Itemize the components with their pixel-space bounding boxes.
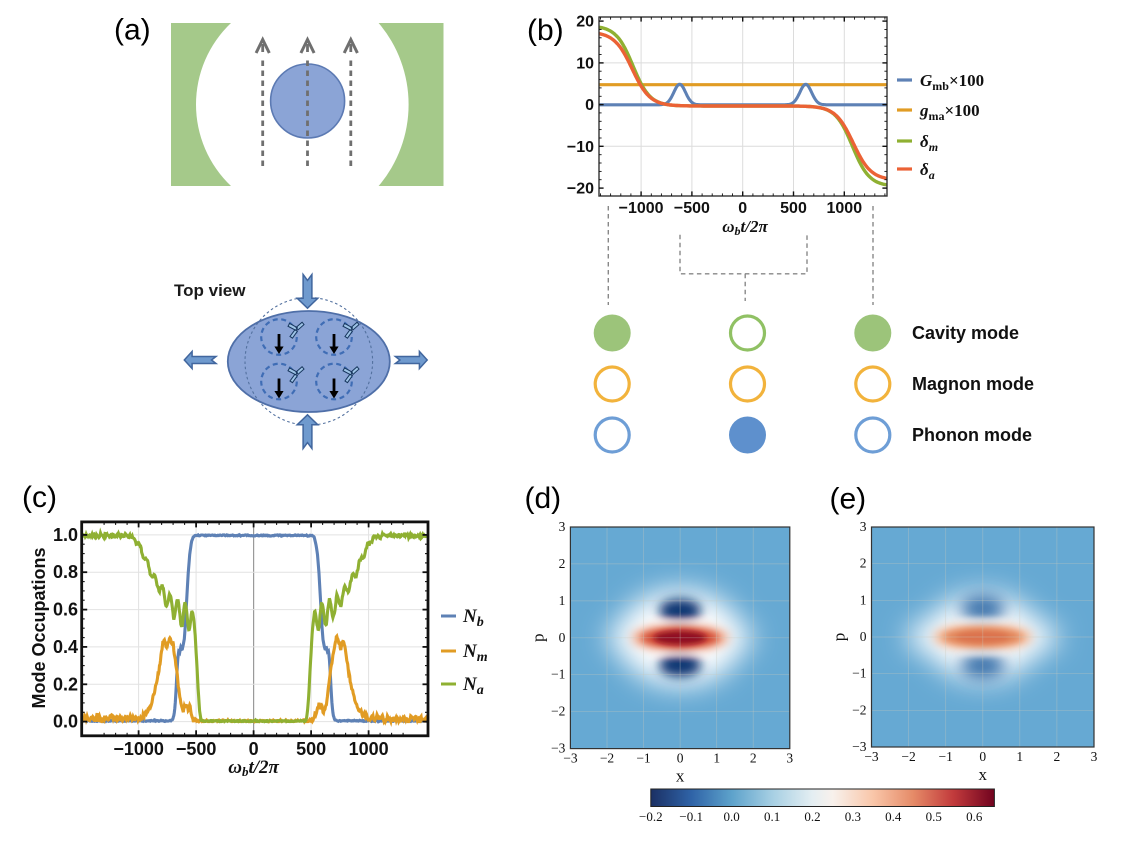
- svg-text:−3: −3: [864, 749, 879, 764]
- svg-text:0: 0: [677, 751, 684, 766]
- svg-text:0.0: 0.0: [53, 712, 78, 732]
- svg-text:2: 2: [559, 556, 566, 571]
- svg-text:0: 0: [249, 739, 259, 759]
- svg-text:0.3: 0.3: [845, 809, 861, 824]
- svg-text:x: x: [979, 765, 988, 784]
- svg-text:δa: δa: [920, 160, 935, 182]
- svg-text:0.6: 0.6: [966, 809, 983, 824]
- svg-text:3: 3: [559, 519, 566, 534]
- svg-text:p: p: [830, 633, 849, 642]
- svg-text:10: 10: [576, 55, 594, 72]
- svg-text:Top view: Top view: [174, 281, 246, 300]
- svg-text:Phonon mode: Phonon mode: [912, 425, 1032, 445]
- svg-text:3: 3: [860, 519, 867, 534]
- svg-text:ωbt/2π: ωbt/2π: [722, 217, 768, 238]
- svg-text:−1: −1: [551, 667, 565, 682]
- svg-text:−2: −2: [551, 704, 565, 719]
- svg-text:−2: −2: [901, 749, 915, 764]
- svg-text:0.1: 0.1: [764, 809, 780, 824]
- svg-text:0.8: 0.8: [53, 562, 78, 582]
- svg-text:−500: −500: [176, 739, 217, 759]
- svg-text:0.2: 0.2: [53, 674, 78, 694]
- svg-text:500: 500: [296, 739, 326, 759]
- svg-text:−1000: −1000: [113, 739, 164, 759]
- svg-text:Mode Occupations: Mode Occupations: [29, 547, 49, 708]
- svg-text:2: 2: [750, 751, 757, 766]
- svg-text:1: 1: [860, 592, 867, 607]
- svg-text:Cavity mode: Cavity mode: [912, 323, 1019, 343]
- svg-text:1: 1: [713, 751, 720, 766]
- svg-text:−1: −1: [939, 749, 953, 764]
- svg-text:δm: δm: [920, 132, 938, 154]
- svg-text:−0.2: −0.2: [639, 809, 663, 824]
- svg-text:0.2: 0.2: [804, 809, 820, 824]
- svg-text:−1000: −1000: [619, 200, 664, 217]
- svg-text:3: 3: [786, 751, 793, 766]
- svg-text:−10: −10: [567, 139, 594, 156]
- svg-text:1000: 1000: [827, 200, 863, 217]
- svg-text:1: 1: [1016, 749, 1023, 764]
- svg-text:0: 0: [860, 629, 867, 644]
- svg-text:2: 2: [1054, 749, 1061, 764]
- svg-text:0.6: 0.6: [53, 600, 78, 620]
- svg-text:−1: −1: [852, 666, 866, 681]
- svg-text:1.0: 1.0: [53, 525, 78, 545]
- svg-text:−2: −2: [852, 702, 866, 717]
- svg-text:−3: −3: [852, 739, 867, 754]
- svg-text:−2: −2: [600, 751, 614, 766]
- svg-text:2: 2: [860, 556, 867, 571]
- svg-text:0.5: 0.5: [926, 809, 942, 824]
- svg-text:0: 0: [979, 749, 986, 764]
- svg-text:0.4: 0.4: [53, 637, 78, 657]
- svg-text:0: 0: [559, 630, 566, 645]
- svg-text:−1: −1: [636, 751, 650, 766]
- svg-text:−3: −3: [563, 751, 578, 766]
- svg-text:(a): (a): [114, 14, 151, 47]
- svg-text:20: 20: [576, 14, 594, 31]
- svg-text:(b): (b): [527, 14, 564, 47]
- svg-text:(c): (c): [22, 481, 57, 514]
- svg-text:1: 1: [559, 593, 566, 608]
- svg-text:−20: −20: [567, 181, 594, 198]
- svg-text:0.4: 0.4: [885, 809, 902, 824]
- svg-text:(d): (d): [525, 482, 562, 515]
- svg-text:500: 500: [780, 200, 807, 217]
- svg-text:0: 0: [738, 200, 747, 217]
- svg-text:−500: −500: [674, 200, 710, 217]
- svg-text:Gmb×100: Gmb×100: [920, 71, 984, 93]
- svg-text:0.0: 0.0: [723, 809, 739, 824]
- svg-text:p: p: [528, 634, 547, 643]
- svg-text:0: 0: [585, 97, 594, 114]
- svg-text:−3: −3: [551, 741, 566, 756]
- svg-text:1000: 1000: [349, 739, 389, 759]
- svg-text:−0.1: −0.1: [679, 809, 703, 824]
- svg-text:Magnon mode: Magnon mode: [912, 374, 1034, 394]
- svg-text:ωbt/2π: ωbt/2π: [228, 757, 279, 779]
- svg-text:3: 3: [1091, 749, 1098, 764]
- svg-text:gma×100: gma×100: [919, 101, 980, 123]
- svg-text:(e): (e): [830, 483, 867, 516]
- svg-text:x: x: [676, 767, 685, 786]
